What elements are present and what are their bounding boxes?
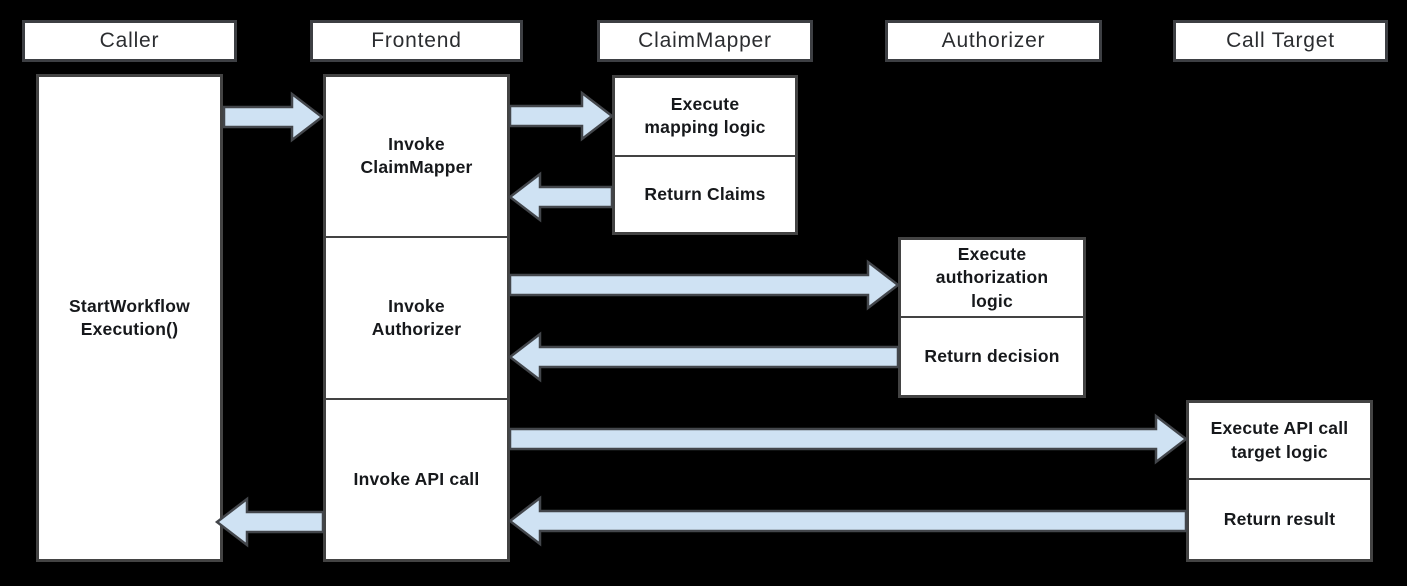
node-label: Invoke ClaimMapper [360,134,473,178]
node-cell: StartWorkflow Execution() [39,77,220,559]
arrow-caller-to-frontend [222,91,325,143]
arrow-frontend-to-caller [214,496,325,548]
node-label: Invoke Authorizer [371,295,462,339]
node-cell-return-decision: Return decision [901,316,1083,395]
node-cell-return-result: Return result [1189,478,1370,559]
lifeline-header-calltarget: Call Target [1173,20,1388,62]
node-label: Execute API call target logic [1210,418,1349,462]
lifeline-header-caller: Caller [22,20,237,62]
node-cell-invoke-authorizer: Invoke Authorizer [326,235,507,399]
lifeline-label: ClaimMapper [638,29,772,52]
node-cell-execute-api-call-target-logic: Execute API call target logic [1189,403,1370,478]
lifeline-label: Authorizer [941,29,1046,52]
node-cell-invoke-api-call: Invoke API call [326,398,507,559]
node-label: Return Claims [644,183,766,204]
lifeline-label: Frontend [371,29,462,52]
lifeline-header-frontend: Frontend [310,20,523,62]
arrow-frontend-to-calltarget [508,413,1189,465]
node-caller-startworkflow: StartWorkflow Execution() [36,74,223,562]
lifeline-label: Caller [99,29,160,52]
node-cell-return-claims: Return Claims [615,154,795,232]
node-claimmapper-steps: Execute mapping logic Return Claims [612,75,798,235]
lifeline-label: Call Target [1226,29,1335,52]
arrow-frontend-to-claimmapper [508,90,615,142]
arrow-calltarget-to-frontend [507,495,1188,547]
node-cell-execute-authorization-logic: Execute authorization logic [901,240,1083,316]
arrow-claimmapper-to-frontend [507,171,614,223]
node-label: Execute mapping logic [644,94,766,138]
node-cell-invoke-claimmapper: Invoke ClaimMapper [326,77,507,236]
node-label: StartWorkflow Execution() [69,295,190,339]
node-frontend-steps: Invoke ClaimMapper Invoke Authorizer Inv… [323,74,510,562]
node-label: Execute authorization logic [935,244,1049,311]
node-label: Return result [1223,509,1336,529]
node-calltarget-steps: Execute API call target logic Return res… [1186,400,1373,562]
node-cell-execute-mapping-logic: Execute mapping logic [615,78,795,155]
lifeline-header-claimmapper: ClaimMapper [597,20,813,62]
node-label: Return decision [924,345,1060,366]
lifeline-header-authorizer: Authorizer [885,20,1102,62]
arrow-authorizer-to-frontend [507,331,900,383]
node-label: Invoke API call [353,469,480,490]
node-authorizer-steps: Execute authorization logic Return decis… [898,237,1086,398]
arrow-frontend-to-authorizer [508,259,901,311]
